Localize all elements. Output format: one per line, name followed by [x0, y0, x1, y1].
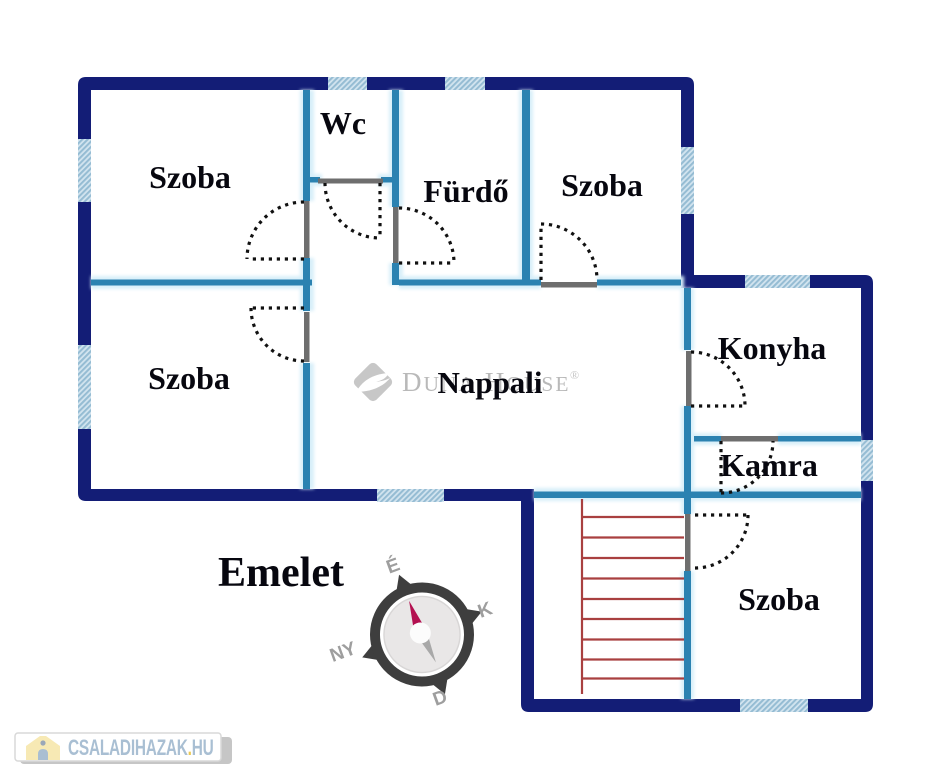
svg-text:®: ®	[570, 368, 579, 382]
svg-text:CSALADIHAZAK.HU: CSALADIHAZAK.HU	[68, 736, 214, 760]
svg-text:Fürdő: Fürdő	[423, 173, 508, 209]
svg-text:Szoba: Szoba	[148, 360, 230, 396]
svg-text:Szoba: Szoba	[738, 581, 820, 617]
svg-text:Wc: Wc	[320, 105, 366, 141]
svg-text:NY: NY	[327, 638, 359, 667]
svg-text:D: D	[430, 686, 450, 710]
svg-text:Kamra: Kamra	[720, 447, 818, 483]
svg-text:Szoba: Szoba	[561, 167, 643, 203]
svg-text:Konyha: Konyha	[718, 330, 826, 366]
svg-text:Emelet: Emelet	[218, 550, 344, 596]
svg-text:K: K	[475, 598, 495, 623]
svg-text:DUNA HOUSE: DUNA HOUSE	[402, 367, 571, 397]
svg-text:É: É	[383, 553, 402, 578]
svg-text:Szoba: Szoba	[149, 159, 231, 195]
svg-text:Nappali: Nappali	[437, 365, 542, 400]
